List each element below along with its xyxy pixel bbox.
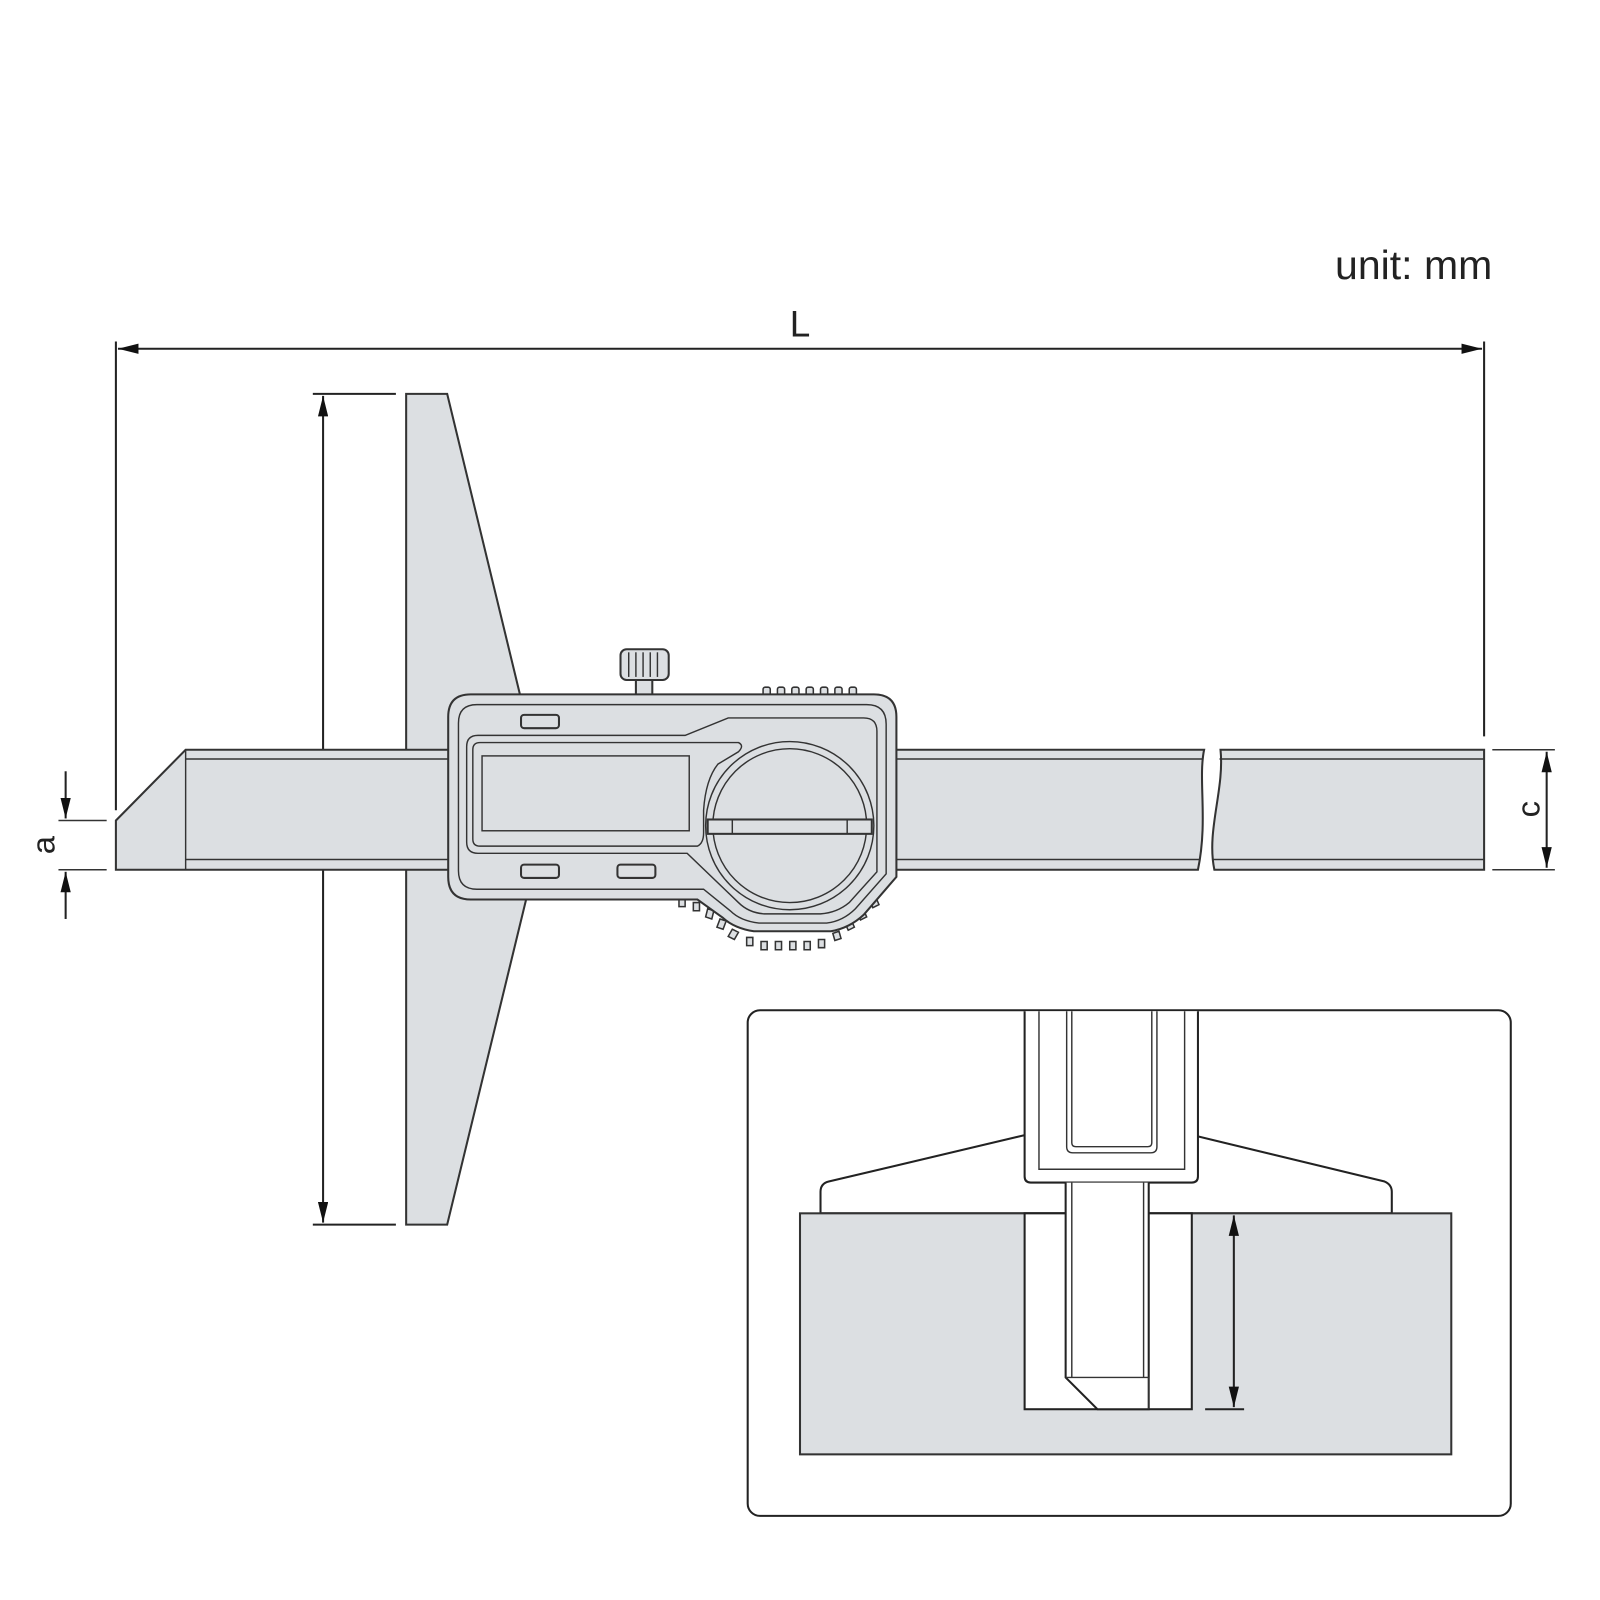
beam-width-label: c bbox=[1509, 801, 1546, 817]
top-button[interactable] bbox=[520, 713, 560, 730]
length-dimension: L bbox=[114, 303, 1486, 811]
usage-inset bbox=[746, 1009, 1512, 1517]
beam-width-dimension: c bbox=[1492, 749, 1555, 871]
bottom-left-button[interactable] bbox=[520, 863, 560, 879]
caliper-body bbox=[447, 693, 898, 933]
lcd-display bbox=[481, 755, 690, 832]
lock-screw-icon[interactable] bbox=[619, 648, 670, 697]
dial-slot bbox=[706, 818, 873, 835]
tip-label: a bbox=[24, 835, 61, 854]
inset-rod bbox=[1064, 1182, 1150, 1411]
tip-dimension: a bbox=[24, 771, 107, 919]
bottom-right-button[interactable] bbox=[616, 863, 657, 879]
unit-label: unit: mm bbox=[1335, 242, 1492, 288]
length-label: L bbox=[790, 303, 811, 344]
